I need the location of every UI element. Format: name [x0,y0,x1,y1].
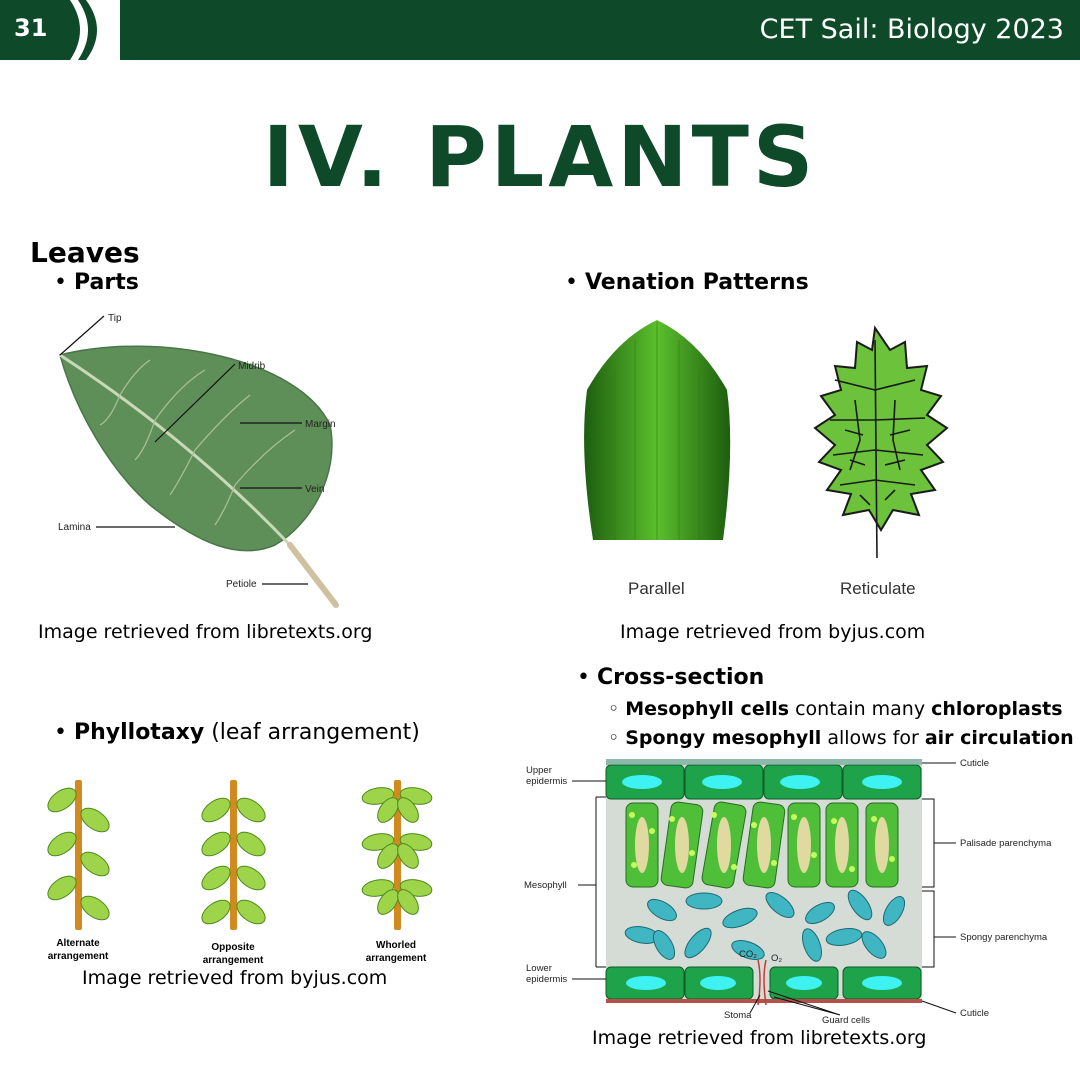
cross-section-sub2: ◦ Spongy mesophyll allows for air circul… [608,727,1074,749]
alternate-plant [47,780,110,930]
cross-section-sub1: ◦ Mesophyll cells contain many chloropla… [608,698,1063,720]
whorled-label-2: arrangement [366,953,427,964]
reticulate-leaf [813,325,949,532]
label-spongy: Spongy parenchyma [960,932,1048,943]
header-bar: 31 CET Sail: Biology 2023 [0,0,1080,60]
sub1-bold-1: Mesophyll cells [625,698,790,720]
header-swoosh-decoration [70,0,120,60]
alternate-label-2: arrangement [48,951,109,962]
leaves-heading: Leaves [30,236,140,269]
label-guard-cells: Guard cells [822,1015,870,1026]
label-tip: Tip [108,313,122,324]
label-lower-epidermis-1: Lower [526,963,552,974]
cross-section-diagram: CO₂ O₂ Upper epidermis Mesophyll Lower e… [524,758,1052,1026]
label-upper-epidermis-1: Upper [526,765,552,776]
leaf-midrib [59,353,334,601]
phyllotaxy-subtitle: (leaf arrangement) [204,720,420,745]
cross-section-bullet: • Cross-section [577,665,765,690]
label-margin: Margin [305,419,336,430]
label-cuticle-top: Cuticle [960,758,989,769]
opposite-label-2: arrangement [203,955,264,966]
phyllotaxy-diagram: Alternate arrangement Opposite arrangeme… [47,780,433,966]
phyllotaxy-bullet: • Phyllotaxy (leaf arrangement) [54,720,420,745]
parts-label: Parts [73,270,139,295]
opposite-label-1: Opposite [211,942,255,953]
venation-diagram: Parallel Reticulate [584,320,949,598]
sub1-bold-2: chloroplasts [931,698,1063,720]
venation-label: Venation Patterns [584,270,809,295]
page-title: IV. PLANTS [262,108,818,206]
co2-label: CO₂ [739,949,757,960]
leaf-parts-diagram: Tip Midrib Margin Vein Lamina Petiole [58,313,339,608]
parts-caption: Image retrieved from libretexts.org [38,621,373,643]
page-number: 31 [14,14,48,42]
reticulate-label: Reticulate [840,579,916,598]
o2-label: O₂ [771,953,782,964]
venation-caption: Image retrieved from byjus.com [620,621,926,643]
label-cuticle-bottom: Cuticle [960,1008,989,1019]
label-midrib: Midrib [238,361,266,372]
sub1-text: contain many [789,698,932,720]
spongy-layer [624,889,906,962]
label-vein: Vein [305,484,324,495]
parts-bullet: • Parts [54,270,139,295]
whorled-plant [361,780,433,930]
label-stoma: Stoma [724,1010,752,1021]
venation-bullet: • Venation Patterns [565,270,809,295]
opposite-plant [201,780,266,930]
gas-exchange-arrows [757,959,767,1006]
upper-epidermis [605,759,922,800]
whorled-label-1: Whorled [376,940,416,951]
cross-section-label: Cross-section [596,665,765,690]
leaf-petiole [287,542,339,608]
phyllotaxy-label: Phyllotaxy [73,720,205,745]
label-lamina: Lamina [58,522,91,533]
label-palisade: Palisade parenchyma [960,838,1052,849]
sub2-text: allows for [821,727,925,749]
label-lower-epidermis-2: epidermis [526,974,567,985]
label-upper-epidermis-2: epidermis [526,776,567,787]
header-title: CET Sail: Biology 2023 [759,14,1064,45]
sub2-bold-2: air circulation [924,727,1074,749]
phyllotaxy-caption: Image retrieved from byjus.com [82,967,388,989]
cross-section-caption: Image retrieved from libretexts.org [592,1027,927,1049]
label-petiole: Petiole [226,579,257,590]
sub2-bold-1: Spongy mesophyll [625,727,822,749]
alternate-label-1: Alternate [56,938,100,949]
parallel-label: Parallel [628,579,685,598]
label-mesophyll: Mesophyll [524,880,567,891]
lower-epidermis [605,966,922,1003]
